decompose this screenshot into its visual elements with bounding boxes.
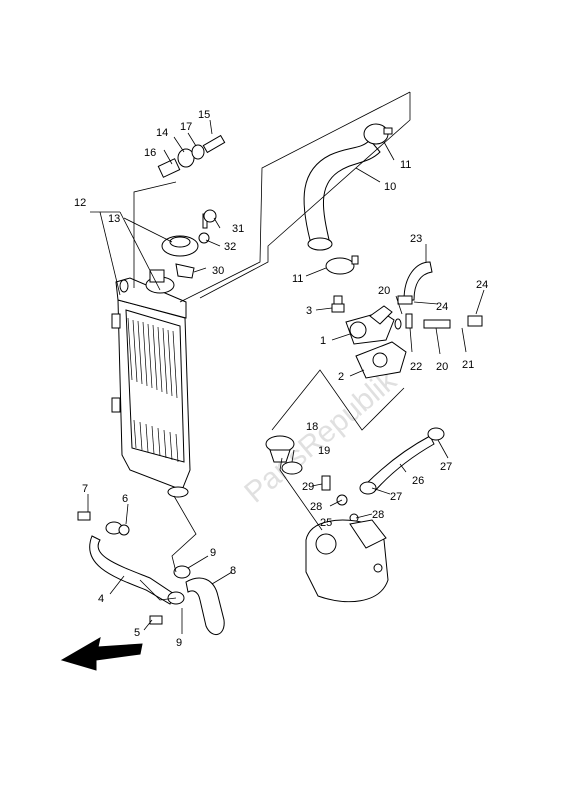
- part-label-9-lower: 9: [176, 637, 182, 649]
- part-label-1: 1: [320, 335, 326, 347]
- breather-hose: [403, 261, 433, 301]
- leader-lines: [87, 91, 485, 634]
- bolts-lower: [77, 511, 163, 625]
- part-label-5: 5: [134, 627, 140, 639]
- part-label-30: 30: [212, 265, 224, 277]
- part-label-12: 12: [74, 197, 86, 209]
- thermostat-cover: [345, 305, 395, 345]
- part-label-16: 16: [144, 147, 156, 159]
- outlet-hose: [185, 577, 225, 635]
- radiator-cap: [161, 235, 199, 257]
- cap-clip: [198, 209, 217, 244]
- part-label-20-lower: 20: [436, 361, 448, 373]
- bracket-screw: [175, 263, 195, 279]
- pipe-fittings: [394, 295, 483, 330]
- part-label-24-left: 24: [436, 301, 448, 313]
- part-label-14: 14: [156, 127, 168, 139]
- part-label-31: 31: [232, 223, 244, 235]
- part-labels: 1 2 3 4 5 6 7 8 9 9 10 11 11 12 13 14 15…: [74, 109, 488, 649]
- part-label-11-top: 11: [400, 159, 411, 171]
- thermostat: [265, 435, 303, 475]
- part-label-3: 3: [306, 305, 312, 317]
- part-label-8: 8: [230, 565, 236, 577]
- part-label-27-right: 27: [440, 461, 452, 473]
- part-label-23: 23: [410, 233, 422, 245]
- bolt-3: [331, 295, 345, 313]
- part-label-2: 2: [338, 371, 344, 383]
- direction-arrow-icon: [60, 636, 143, 671]
- part-label-21: 21: [462, 359, 474, 371]
- part-label-19: 19: [318, 445, 330, 457]
- part-label-27-left: 27: [390, 491, 402, 503]
- part-label-22: 22: [410, 361, 422, 373]
- part-label-11-mid: 11: [292, 273, 303, 285]
- hose-clamp-top: [363, 123, 393, 145]
- thermostat-gasket: [355, 341, 407, 379]
- part-label-25: 25: [320, 517, 332, 529]
- part-label-6: 6: [122, 493, 128, 505]
- part-label-17: 17: [180, 121, 192, 133]
- water-pump-housing: [305, 519, 389, 603]
- hose-clamp-mid: [325, 255, 359, 275]
- part-label-4: 4: [98, 593, 104, 605]
- part-label-15: 15: [198, 109, 210, 121]
- part-label-9-upper: 9: [210, 547, 216, 559]
- lower-hose: [89, 521, 175, 605]
- radiator: [111, 269, 191, 498]
- part-label-20-upper: 20: [378, 285, 390, 297]
- part-label-29: 29: [302, 481, 314, 493]
- part-label-10: 10: [384, 181, 396, 193]
- part-label-28-left: 28: [310, 501, 322, 513]
- damper-parts: [157, 134, 226, 178]
- part-label-18: 18: [306, 421, 318, 433]
- part-label-32: 32: [224, 241, 236, 253]
- part-label-13: 13: [108, 213, 120, 225]
- part-label-26: 26: [412, 475, 424, 487]
- part-label-28-right: 28: [372, 509, 384, 521]
- watermark-text: PartsRepublik: [238, 363, 403, 509]
- upper-hose: [303, 139, 381, 251]
- part-label-24-right: 24: [476, 279, 488, 291]
- part-label-7: 7: [82, 483, 88, 495]
- radiator-fins: [127, 317, 179, 463]
